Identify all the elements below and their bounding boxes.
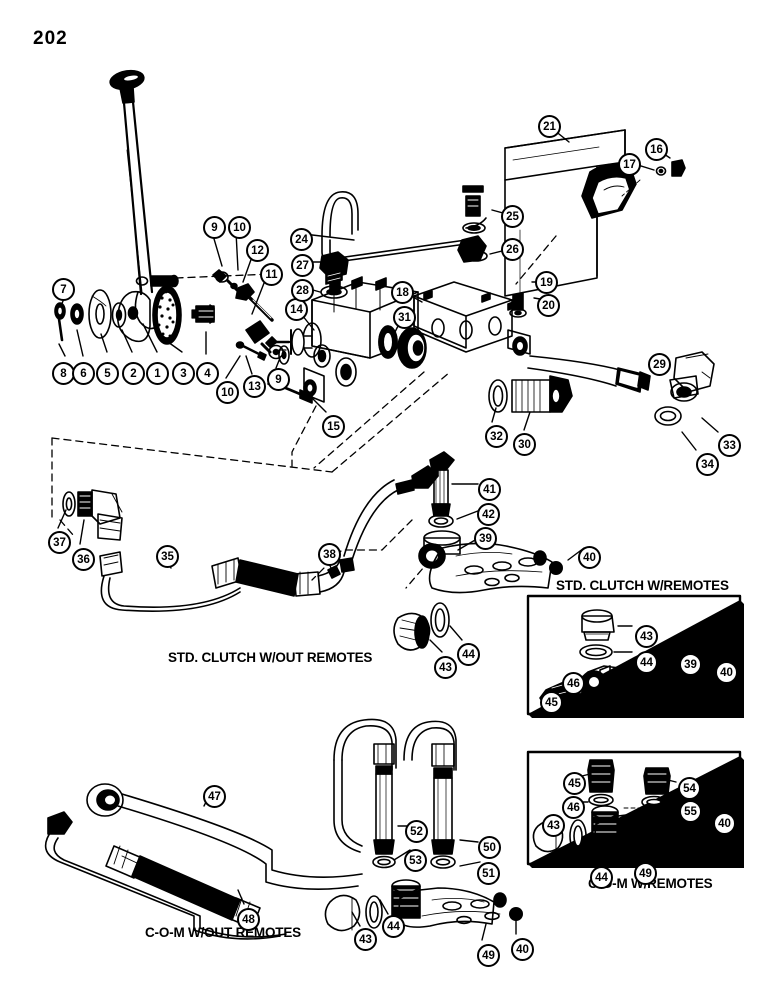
- elbow-36-37: [62, 489, 123, 541]
- callout-4: 4: [196, 362, 219, 385]
- linkage-rod-assembly: [212, 269, 290, 365]
- callout-45: 45: [540, 691, 563, 714]
- plug-43-44-upper: [393, 602, 450, 651]
- callout-49: 49: [634, 862, 657, 885]
- callout-6: 6: [72, 362, 95, 385]
- callout-52: 52: [405, 820, 428, 843]
- callout-44: 44: [590, 866, 613, 889]
- callout-1: 1: [146, 362, 169, 385]
- callout-44: 44: [635, 651, 658, 674]
- inset-box-com-with-remotes: [526, 750, 744, 868]
- callout-20: 20: [537, 294, 560, 317]
- callout-51: 51: [477, 862, 500, 885]
- manifold-39: [418, 451, 563, 594]
- page-number: 202: [33, 28, 68, 49]
- callout-44: 44: [382, 915, 405, 938]
- callout-41: 41: [478, 478, 501, 501]
- callout-47: 47: [203, 785, 226, 808]
- callout-34: 34: [696, 453, 719, 476]
- callout-36: 36: [72, 548, 95, 571]
- callout-15: 15: [322, 415, 345, 438]
- callout-13: 13: [243, 375, 266, 398]
- callout-43: 43: [354, 928, 377, 951]
- callout-37: 37: [48, 531, 71, 554]
- callout-40: 40: [511, 938, 534, 961]
- callout-54: 54: [678, 777, 701, 800]
- callout-24: 24: [290, 228, 313, 251]
- callout-45: 45: [563, 772, 586, 795]
- callout-40: 40: [713, 812, 736, 835]
- callout-46: 46: [562, 796, 585, 819]
- callout-25: 25: [501, 205, 524, 228]
- reservoir-tank: [504, 129, 686, 315]
- callout-38: 38: [318, 543, 341, 566]
- callout-9: 9: [267, 368, 290, 391]
- callout-7: 7: [52, 278, 75, 301]
- fitting-27-28: [319, 251, 349, 299]
- callout-35: 35: [156, 545, 179, 568]
- callout-2: 2: [122, 362, 145, 385]
- callout-33: 33: [718, 434, 741, 457]
- callout-10: 10: [228, 216, 251, 239]
- callout-16: 16: [645, 138, 668, 161]
- callout-44: 44: [457, 643, 480, 666]
- callout-27: 27: [291, 254, 314, 277]
- caption-com-without-remotes: C-O-M W/OUT REMOTES: [145, 925, 301, 940]
- callout-40: 40: [578, 546, 601, 569]
- tubes-50-53: [333, 718, 457, 869]
- callout-12: 12: [246, 239, 269, 262]
- hose-47-48: [44, 783, 363, 940]
- callout-43: 43: [542, 814, 565, 837]
- callout-26: 26: [501, 238, 524, 261]
- control-valve-body: [267, 276, 427, 404]
- caption-std-clutch-without-remotes: STD. CLUTCH W/OUT REMOTES: [168, 650, 373, 665]
- callout-14: 14: [285, 298, 308, 321]
- callout-43: 43: [635, 625, 658, 648]
- construction-lines: [51, 235, 557, 589]
- callout-55: 55: [679, 800, 702, 823]
- banjo-bolt-30: [488, 375, 573, 413]
- callout-53: 53: [404, 849, 427, 872]
- callout-32: 32: [485, 425, 508, 448]
- callout-29: 29: [648, 353, 671, 376]
- callout-50: 50: [478, 836, 501, 859]
- callout-28: 28: [291, 279, 314, 302]
- callout-11: 11: [260, 263, 283, 286]
- callout-30: 30: [513, 433, 536, 456]
- callout-42: 42: [477, 503, 500, 526]
- callout-10: 10: [216, 381, 239, 404]
- callout-19: 19: [535, 271, 558, 294]
- manifold-49-bottom: [324, 879, 523, 932]
- callout-5: 5: [96, 362, 119, 385]
- callout-43: 43: [434, 656, 457, 679]
- callout-39: 39: [679, 653, 702, 676]
- callout-46: 46: [562, 672, 585, 695]
- callout-39: 39: [474, 527, 497, 550]
- callout-18: 18: [391, 281, 414, 304]
- hose-29-33: [527, 351, 715, 426]
- valve-section-18: [413, 281, 531, 356]
- callout-9: 9: [203, 216, 226, 239]
- lever-shaft-assembly: [54, 285, 215, 345]
- callout-48: 48: [237, 908, 260, 931]
- tube-24-assembly: [321, 185, 488, 263]
- caption-std-clutch-with-remotes: STD. CLUTCH W/REMOTES: [556, 578, 729, 593]
- hose-35: [99, 551, 345, 612]
- callout-31: 31: [393, 306, 416, 329]
- callout-17: 17: [618, 153, 641, 176]
- callout-21: 21: [538, 115, 561, 138]
- callout-3: 3: [172, 362, 195, 385]
- callout-49: 49: [477, 944, 500, 967]
- callout-40: 40: [715, 661, 738, 684]
